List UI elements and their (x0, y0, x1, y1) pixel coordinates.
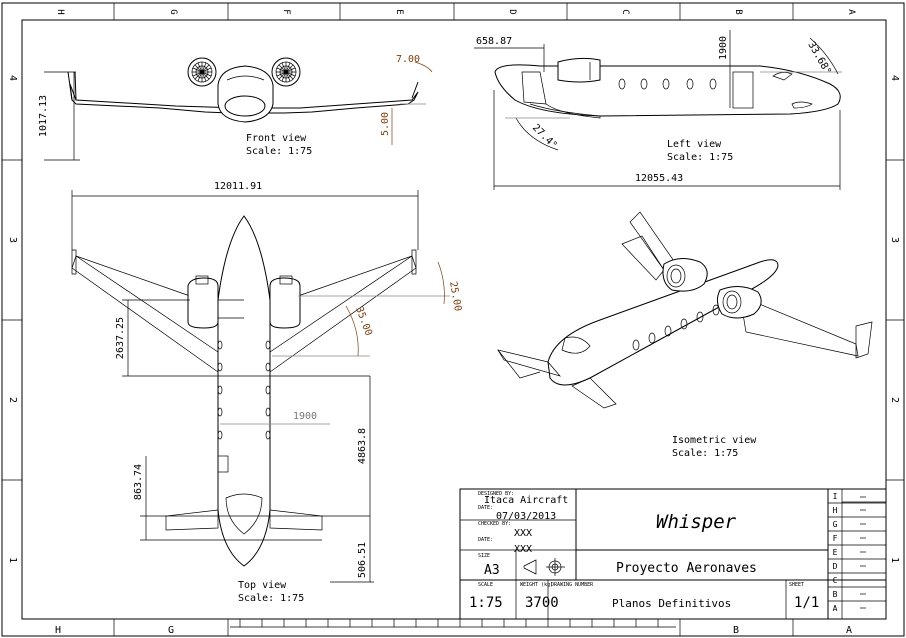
left-view-drawing (474, 30, 842, 190)
revision-letter: H (833, 506, 838, 515)
drawing-number-label: DRAWING NUMBER (551, 582, 594, 588)
revision-letters: I H G F E D C B A (833, 492, 838, 613)
dim-front-tip: 5.00 (380, 112, 391, 136)
scale-label: SCALE (478, 582, 493, 588)
front-view-scale: Scale: 1:75 (246, 146, 312, 157)
col-label: G (168, 625, 174, 636)
revision-letter: F (833, 534, 838, 543)
dim-left-height: 1900 (718, 36, 729, 60)
col-label: D (507, 9, 517, 14)
top-view-scale: Scale: 1:75 (238, 593, 304, 604)
top-column-letters: H G F E D C B A (55, 9, 856, 15)
checked-by-label: CHECKED BY: (478, 521, 511, 527)
row-label: 2 (889, 397, 900, 403)
row-numbers: 4 3 2 1 4 3 2 1 (7, 75, 900, 563)
iso-view-title: Isometric view (672, 435, 757, 446)
weight-label: WEIGHT (kg) (520, 582, 553, 588)
left-view-title: Left view (667, 139, 722, 150)
col-label: G (168, 9, 178, 14)
front-view-title: Front view (246, 133, 307, 144)
weight: 3700 (525, 595, 559, 611)
top-view-drawing (71, 190, 450, 583)
date2-label: DATE: (478, 537, 493, 543)
col-label: C (620, 9, 630, 14)
size-label: SIZE (478, 553, 490, 559)
col-label: H (55, 9, 65, 14)
dim-front-height: 1017.13 (38, 95, 49, 137)
revision-letter: E (833, 548, 838, 557)
checked-by: XXX (514, 528, 532, 539)
col-label: E (394, 9, 404, 14)
size: A3 (484, 563, 500, 578)
bottom-grid-ticks (113, 619, 794, 636)
drawing-name: Planos Definitivos (612, 597, 731, 610)
left-view-scale: Scale: 1:75 (667, 152, 733, 163)
date: 07/03/2013 (496, 511, 556, 522)
revision-letter: B (833, 590, 838, 599)
drawing-title: Whisper (656, 511, 737, 533)
col-label: F (281, 9, 291, 14)
date-label: DATE: (478, 505, 493, 511)
row-label: 4 (7, 75, 18, 81)
dim-top-fuselage-width: 1900 (293, 411, 317, 422)
revision-letter: C (833, 576, 838, 585)
dim-left-length: 12055.43 (635, 173, 683, 184)
date2: XXX (514, 544, 532, 555)
col-label: H (55, 625, 61, 636)
sheet-label: SHEET (789, 582, 804, 588)
dim-top-sweep-outer: 25.00 (447, 281, 463, 313)
top-view-title: Top view (238, 580, 287, 591)
dim-top-tail-length: 506.51 (357, 542, 368, 578)
revision-letter: G (833, 520, 838, 529)
col-label: A (846, 625, 852, 636)
dim-left-nose-offset: 658.87 (476, 36, 512, 47)
side-grid-ticks (2, 159, 904, 481)
row-label: 3 (889, 237, 900, 243)
dim-top-tail-chord: 863.74 (133, 464, 144, 500)
row-label: 3 (7, 237, 18, 243)
scale: 1:75 (469, 595, 503, 611)
front-view-drawing (44, 57, 433, 161)
isometric-view-drawing (497, 211, 873, 409)
dim-left-angle-bottom: 27.4° (530, 122, 559, 151)
col-label: B (733, 625, 739, 636)
col-label: B (733, 9, 743, 14)
dim-top-span: 12011.91 (214, 181, 262, 192)
row-label: 4 (889, 75, 900, 81)
designed-by-label: DESIGNED BY: (478, 491, 514, 497)
dim-front-dihedral: 7.00 (396, 54, 420, 65)
revision-letter: D (833, 562, 838, 571)
revision-letter: I (833, 492, 838, 501)
dim-top-tail-offset: 4863.8 (357, 428, 368, 464)
sheet: 1/1 (794, 595, 819, 611)
iso-view-scale: Scale: 1:75 (672, 448, 738, 459)
row-label: 2 (7, 397, 18, 403)
title-block (459, 488, 887, 620)
col-label: A (846, 9, 856, 15)
top-grid-ticks (113, 3, 794, 20)
bottom-column-letters: H G B A (55, 625, 852, 636)
designed-by: Itaca Aircraft (484, 495, 568, 506)
row-label: 1 (889, 557, 900, 563)
dim-top-wing-offset: 2637.25 (115, 317, 126, 359)
project-name: Proyecto Aeronaves (616, 561, 757, 576)
revision-letter: A (833, 604, 838, 613)
row-label: 1 (7, 557, 18, 563)
